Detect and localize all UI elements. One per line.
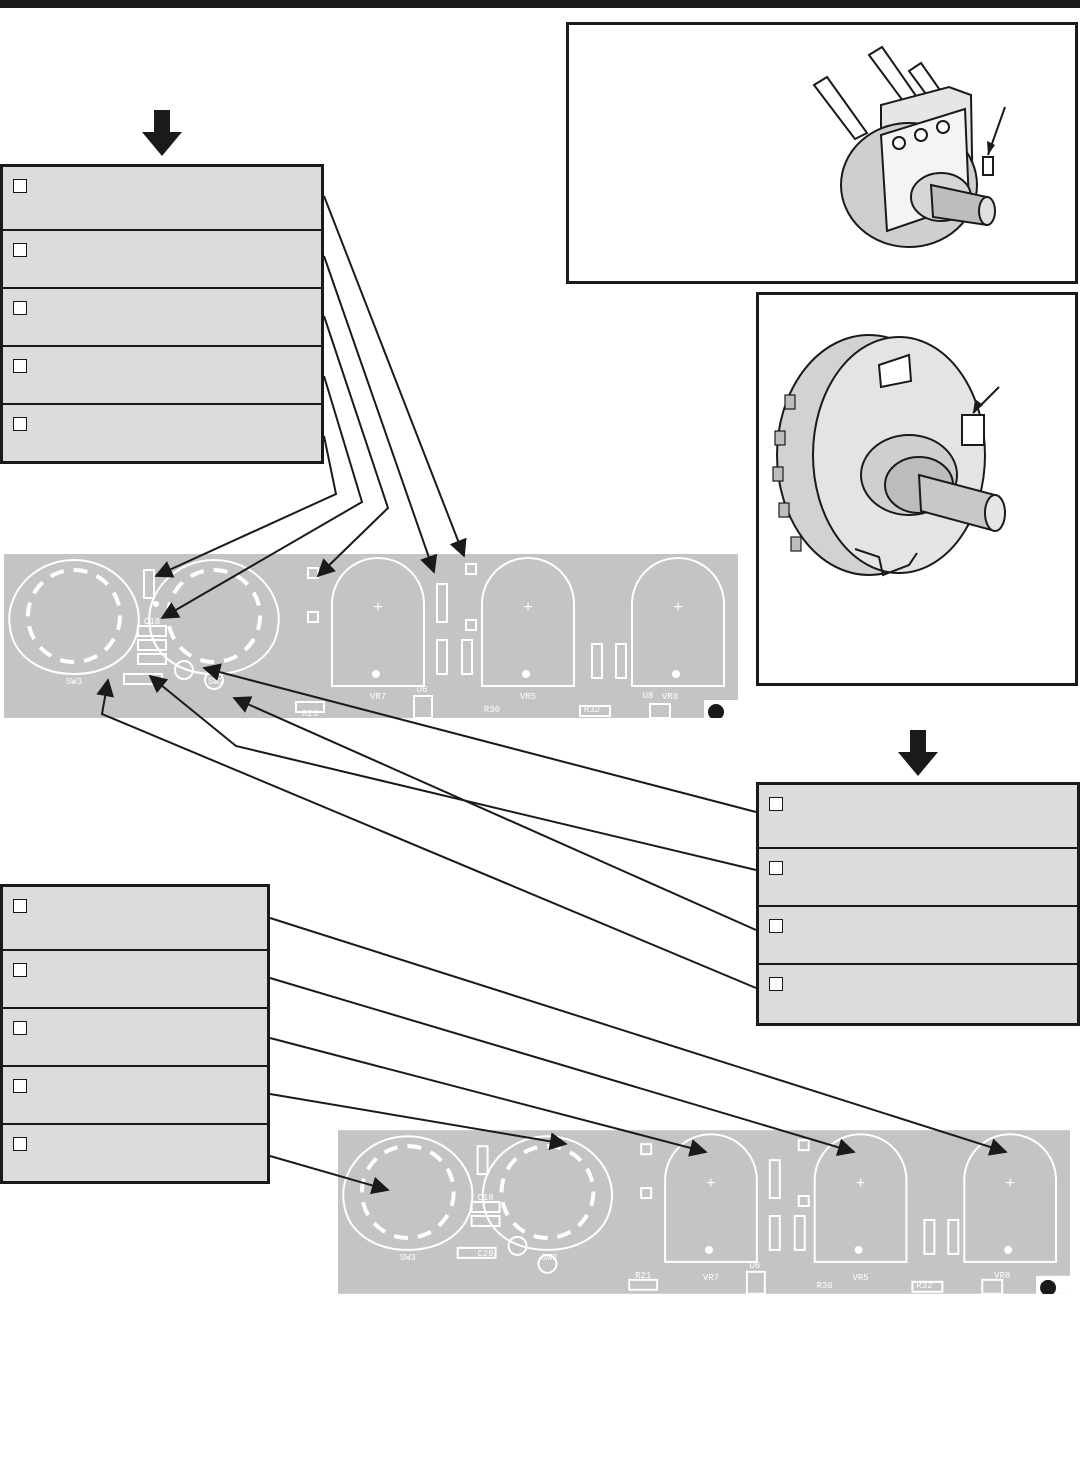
checkbox-icon[interactable] (769, 977, 783, 991)
step-item[interactable] (3, 289, 321, 347)
svg-text:VR7: VR7 (703, 1273, 719, 1283)
svg-text:R21: R21 (635, 1271, 651, 1281)
svg-text:C20: C20 (478, 1249, 494, 1259)
rotary-switch-icon (772, 334, 1006, 577)
svg-text:C18: C18 (144, 617, 160, 627)
checkbox-icon[interactable] (13, 899, 27, 913)
svg-text:VR8: VR8 (662, 692, 678, 702)
vr8-outline (631, 557, 725, 687)
step-item[interactable] (3, 167, 321, 231)
svg-text:VR7: VR7 (370, 692, 386, 702)
step-list-pots-switches (0, 884, 270, 1184)
step-item[interactable] (3, 1067, 267, 1125)
down-arrow-icon (898, 730, 938, 776)
svg-text:+: + (373, 599, 382, 616)
checkbox-icon[interactable] (13, 301, 27, 315)
leader-line (269, 917, 1008, 1156)
leader-line (269, 1037, 708, 1157)
leader-line (96, 678, 757, 989)
svg-text:R30: R30 (817, 1281, 833, 1291)
checkbox-icon[interactable] (769, 861, 783, 875)
svg-text:U6: U6 (417, 685, 428, 695)
leader-line (202, 663, 757, 813)
step-item[interactable] (3, 405, 321, 461)
vr5-outline (481, 557, 575, 687)
svg-text:R32: R32 (584, 705, 600, 715)
checkbox-icon[interactable] (13, 359, 27, 373)
step-item[interactable] (3, 231, 321, 289)
leader-line (316, 315, 390, 578)
step-item[interactable] (759, 907, 1077, 965)
svg-text:C18: C18 (478, 1193, 494, 1203)
checkbox-icon[interactable] (13, 1137, 27, 1151)
checkbox-icon[interactable] (13, 179, 27, 193)
svg-text:R23: R23 (302, 709, 318, 718)
checkbox-icon[interactable] (13, 963, 27, 977)
svg-text:VR5: VR5 (520, 692, 536, 702)
svg-text:U8: U8 (643, 691, 654, 701)
checkbox-icon[interactable] (13, 417, 27, 431)
step-item[interactable] (3, 347, 321, 405)
leader-line (269, 977, 856, 1156)
step-item[interactable] (3, 1009, 267, 1067)
svg-text:SW3: SW3 (400, 1253, 416, 1263)
step-list-capacitors (756, 782, 1080, 1026)
step-item[interactable] (3, 1125, 267, 1181)
step-item[interactable] (759, 785, 1077, 849)
svg-text:R32: R32 (916, 1281, 932, 1291)
svg-text:+: + (1006, 1175, 1015, 1192)
down-arrow-icon (142, 110, 182, 156)
potentiometer-icon (812, 45, 1006, 248)
leader-line (323, 195, 467, 558)
step-item[interactable] (3, 887, 267, 951)
step-item[interactable] (759, 965, 1077, 1023)
svg-text:VR8: VR8 (994, 1271, 1010, 1281)
checkbox-icon[interactable] (13, 243, 27, 257)
checkbox-icon[interactable] (13, 1021, 27, 1035)
svg-text:+: + (523, 599, 532, 616)
svg-text:VR5: VR5 (852, 1273, 868, 1283)
top-rule (0, 0, 1080, 8)
svg-text:+: + (673, 599, 682, 616)
step-item[interactable] (3, 951, 267, 1009)
leader-line (160, 375, 364, 619)
svg-text:SW2: SW2 (541, 1253, 557, 1263)
leader-line (148, 674, 757, 871)
leader-line (269, 1155, 390, 1195)
step-list-resistors-jumpers (0, 164, 324, 464)
checkbox-icon[interactable] (13, 1079, 27, 1093)
svg-text:SW3: SW3 (66, 677, 82, 687)
svg-text:R30: R30 (484, 705, 500, 715)
svg-text:+: + (706, 1175, 715, 1192)
svg-text:+: + (856, 1175, 865, 1192)
sw3-outline (8, 558, 140, 676)
svg-text:SW2: SW2 (208, 677, 224, 687)
vr7-outline (331, 557, 425, 687)
step-item[interactable] (759, 849, 1077, 907)
svg-text:U6: U6 (749, 1261, 760, 1271)
rotary-switch-figure (756, 292, 1078, 686)
leader-line (232, 696, 757, 931)
leader-line (323, 255, 438, 574)
leader-line (154, 435, 338, 578)
checkbox-icon[interactable] (769, 919, 783, 933)
checkbox-icon[interactable] (769, 797, 783, 811)
potentiometer-figure (566, 22, 1078, 284)
leader-line (269, 1093, 568, 1151)
